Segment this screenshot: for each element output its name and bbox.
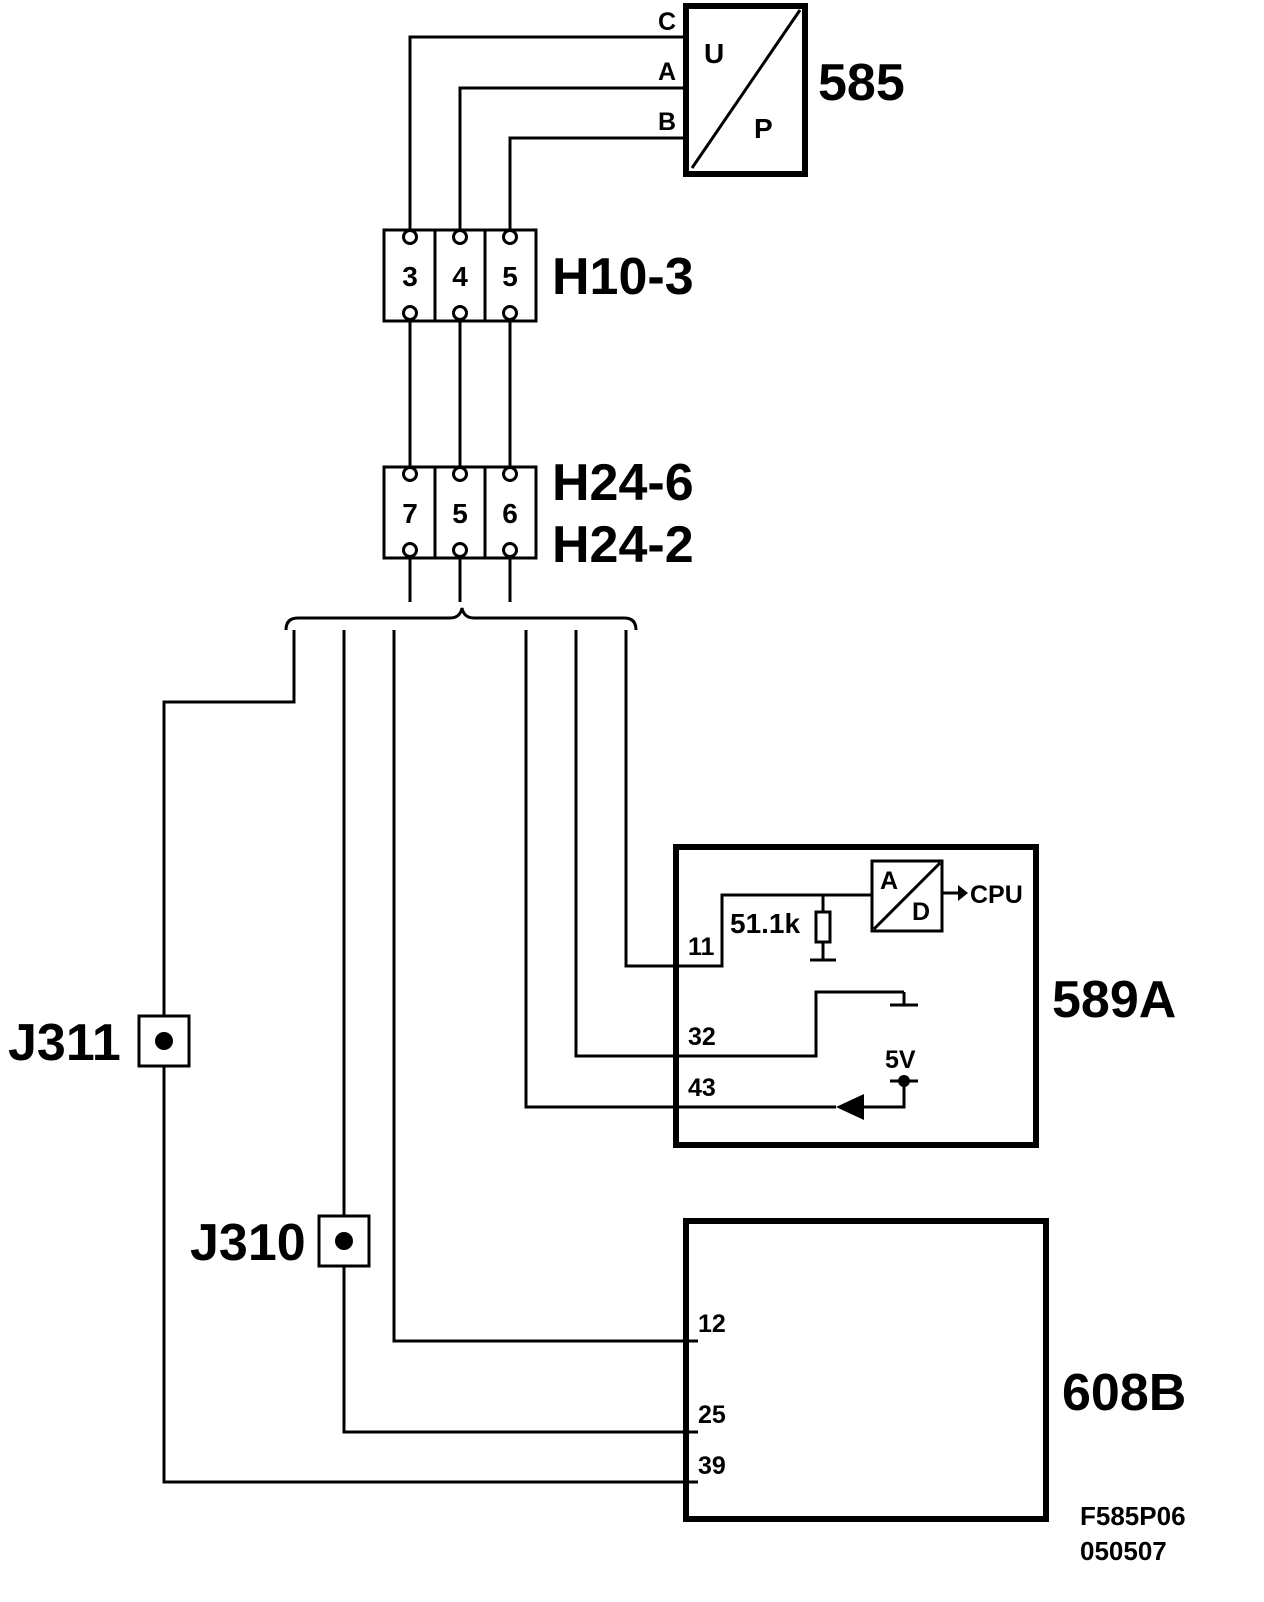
h10-pin-3: 3: [402, 261, 418, 292]
cpu-label: CPU: [970, 881, 1023, 909]
supply-label: 5V: [885, 1046, 916, 1074]
sensor-id: 585: [818, 54, 905, 112]
sensor-label-u: U: [704, 38, 724, 69]
589a-pin-43: 43: [688, 1074, 716, 1102]
h24-pin-7: 7: [402, 498, 418, 529]
connector-h10-3: 3 4 5 H10-3: [382, 228, 694, 323]
j310-label: J310: [190, 1214, 306, 1272]
interconnect-wires: [408, 321, 512, 467]
j311-label: J311: [8, 1014, 121, 1072]
harness-stubs: [408, 558, 512, 602]
608b-pin-39: 39: [698, 1452, 726, 1480]
drawing-id: F585P06 050507: [1080, 1501, 1186, 1566]
h24-pin-6: 6: [502, 498, 518, 529]
608b-pin-25: 25: [698, 1401, 726, 1429]
junction-j311: J311: [8, 1014, 191, 1072]
sensor-pin-b: B: [658, 108, 676, 136]
608b-pin-12: 12: [698, 1310, 726, 1338]
h24-label-top: H24-6: [552, 454, 694, 512]
sensor-pin-c: C: [658, 8, 676, 36]
module-589a: 51.1k A D CPU 5V 11 32 43 589A: [673, 844, 1176, 1148]
adc-label-d: D: [912, 898, 930, 926]
h24-pin-5: 5: [452, 498, 468, 529]
junction-j310: J310: [190, 1214, 371, 1272]
589a-pin-32: 32: [688, 1023, 716, 1051]
adc-label-a: A: [880, 867, 898, 895]
adc-symbol: [870, 859, 944, 933]
drawing-id-line2: 050507: [1080, 1536, 1167, 1566]
589a-pin-11: 11: [688, 933, 715, 961]
sensor-wires: [408, 35, 686, 230]
resistor-label: 51.1k: [730, 908, 800, 939]
harness-wires: [162, 630, 698, 1484]
h10-label: H10-3: [552, 248, 694, 306]
608b-id: 608B: [1062, 1364, 1186, 1422]
589a-id: 589A: [1052, 971, 1176, 1029]
module-608b: 12 25 39 608B: [683, 1218, 1186, 1522]
connector-h24: 7 5 6 H24-6 H24-2: [382, 454, 694, 574]
h10-pin-4: 4: [452, 261, 468, 292]
resistor-symbol: [814, 910, 832, 944]
h24-label-bottom: H24-2: [552, 516, 694, 574]
sensor-pin-a: A: [658, 58, 676, 86]
harness-brace: [284, 607, 638, 631]
h10-pin-5: 5: [502, 261, 518, 292]
diode-symbol: [836, 1094, 864, 1120]
pressure-sensor-585: U P 585 C A B: [658, 3, 905, 177]
sensor-label-p: P: [754, 113, 773, 144]
drawing-id-line1: F585P06: [1080, 1501, 1186, 1531]
